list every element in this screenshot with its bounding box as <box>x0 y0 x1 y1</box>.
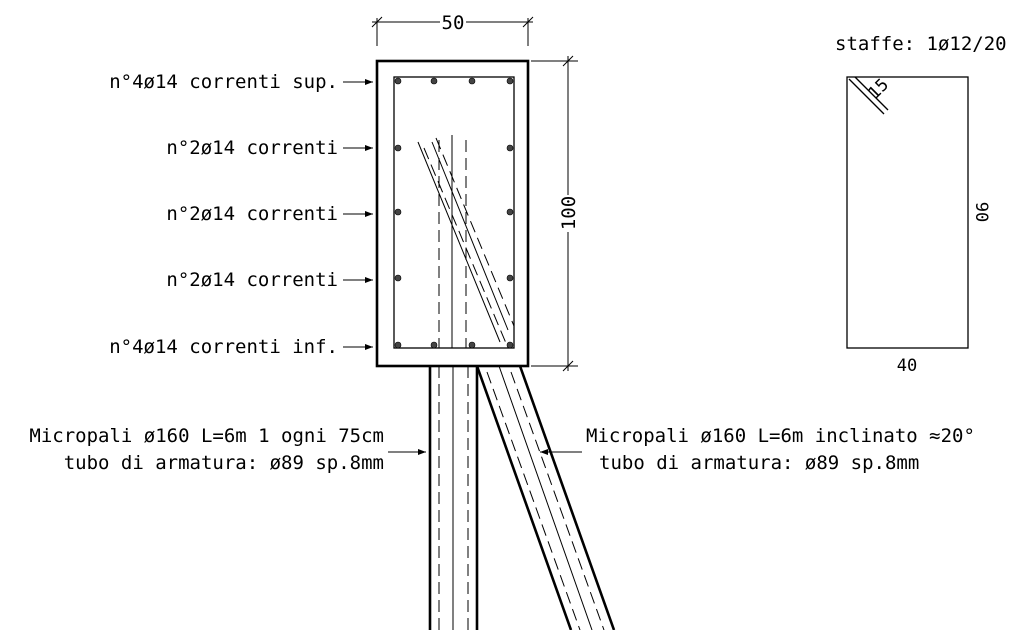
rebar <box>506 144 514 152</box>
rebar <box>394 77 402 85</box>
rebar <box>506 341 514 349</box>
rebar <box>394 144 402 152</box>
inclined-micropile <box>475 365 616 630</box>
label-side-bars-2: n°2ø14 correnti <box>166 203 338 225</box>
micropile-inclined-callout: Micropali ø160 L=6m inclinato ≈20° tubo … <box>540 425 975 474</box>
rebar <box>506 274 514 282</box>
rebar-labels: n°4ø14 correnti sup. n°2ø14 correnti n°2… <box>109 71 373 358</box>
height-dimension: 100 <box>531 55 580 372</box>
label-side-bars-3: n°2ø14 correnti <box>166 269 338 291</box>
rebar <box>430 77 438 85</box>
micropile-inclined-line1: Micropali ø160 L=6m inclinato ≈20° <box>586 425 975 447</box>
stirrup-title: staffe: 1ø12/20 <box>835 33 1007 55</box>
stirrup-detail: staffe: 1ø12/20 15 90 40 <box>835 33 1007 376</box>
beam-section <box>375 59 530 368</box>
width-dimension-value: 50 <box>442 12 465 34</box>
rebar <box>394 208 402 216</box>
rebar <box>468 77 476 85</box>
label-bottom-bars: n°4ø14 correnti inf. <box>109 336 338 358</box>
vertical-micropile <box>428 366 479 630</box>
micropile-inclined-line2: tubo di armatura: ø89 sp.8mm <box>599 452 919 474</box>
micropile-vertical-line1: Micropali ø160 L=6m 1 ogni 75cm <box>29 425 384 447</box>
height-dimension-value: 100 <box>558 196 580 230</box>
label-top-bars: n°4ø14 correnti sup. <box>109 71 338 93</box>
rebar <box>506 208 514 216</box>
stirrup-shape <box>846 76 969 349</box>
rebar <box>394 274 402 282</box>
rebar <box>506 77 514 85</box>
micropile-vertical-callout: Micropali ø160 L=6m 1 ogni 75cm tubo di … <box>29 425 426 474</box>
label-side-bars-1: n°2ø14 correnti <box>166 137 338 159</box>
stirrup-width-dim: 40 <box>897 356 917 376</box>
rebar <box>394 341 402 349</box>
width-dimension: 50 <box>371 12 534 46</box>
rebar <box>430 341 438 349</box>
micropile-vertical-line2: tubo di armatura: ø89 sp.8mm <box>64 452 384 474</box>
stirrup-height-dim: 90 <box>971 202 991 222</box>
rebar <box>468 341 476 349</box>
